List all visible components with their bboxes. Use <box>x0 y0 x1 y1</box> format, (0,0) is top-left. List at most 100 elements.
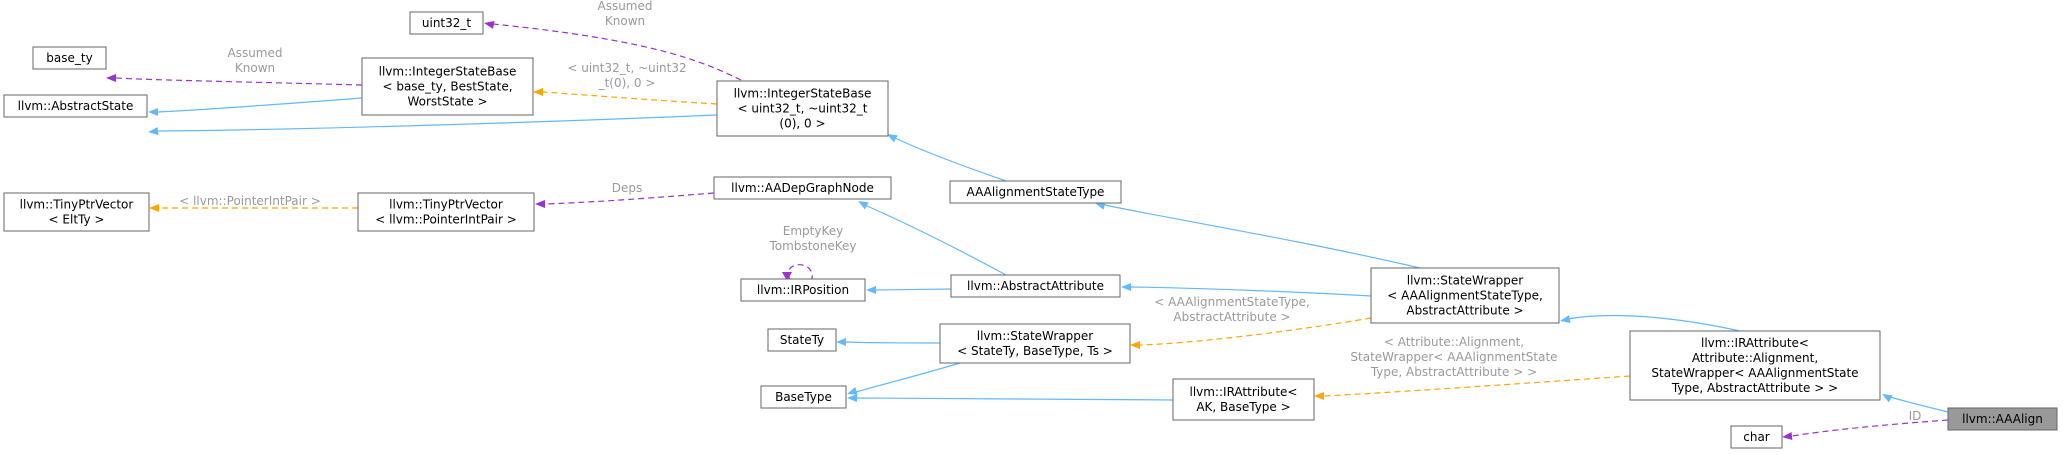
use-edge <box>484 21 742 81</box>
node-label-line: AbstractAttribute > <box>1406 304 1523 318</box>
edge-line <box>892 136 1007 182</box>
inherit-edge <box>1121 283 1372 297</box>
node-tiny-ptr-vector-generic[interactable]: llvm::TinyPtrVector< EltTy > <box>3 192 150 232</box>
node-box <box>3 94 148 118</box>
node-box <box>1947 407 2058 431</box>
arrowhead <box>782 272 792 281</box>
node-label-line: < AAAlignmentStateType, <box>1387 289 1543 303</box>
edge-line <box>855 397 1174 401</box>
inherit-edge <box>847 394 1174 402</box>
edge-label-line: < llvm::PointerIntPair > <box>179 194 321 208</box>
node-state-ty[interactable]: StateTy <box>767 328 837 352</box>
node-box <box>949 180 1122 204</box>
node-box <box>760 385 847 409</box>
node-char[interactable]: char <box>1730 425 1783 449</box>
node-aa-align[interactable]: llvm::AAAlign <box>1947 407 2058 431</box>
node-label-line: StateWrapper< AAAlignmentState <box>1651 366 1858 380</box>
node-box <box>1370 267 1560 324</box>
node-box <box>713 176 892 200</box>
node-label-line: llvm::IRAttribute< <box>1701 336 1809 350</box>
edge-label-line: Deps <box>612 181 643 195</box>
arrowhead <box>1314 392 1324 400</box>
inherit-edge <box>847 362 961 395</box>
edge-label-line: Assumed <box>227 46 282 60</box>
node-label-line: Attribute::Alignment, <box>1692 351 1818 365</box>
use-edge <box>106 74 363 86</box>
inherit-edge <box>866 286 952 294</box>
node-label-line: llvm::TinyPtrVector <box>20 198 134 212</box>
inherit-edge <box>1095 202 1421 269</box>
node-label-line: llvm::StateWrapper <box>1407 274 1524 288</box>
node-label-line: base_ty <box>46 51 92 65</box>
diagram-nodes: uint32_tbase_tyllvm::AbstractStatellvm::… <box>3 11 2058 449</box>
node-abstract-attribute[interactable]: llvm::AbstractAttribute <box>950 274 1121 298</box>
edge-label-integer-state-template: < uint32_t, ~uint32_t(0), 0 > <box>567 61 686 90</box>
edge-label-line: StateWrapper< AAAlignmentState <box>1350 350 1557 364</box>
node-box <box>357 192 535 232</box>
arrowhead <box>535 200 545 208</box>
arrowhead <box>484 21 495 29</box>
templ-edge <box>1314 375 1631 400</box>
node-label-line: < uint32_t, ~uint32_t <box>737 102 867 116</box>
edge-line <box>787 264 813 280</box>
node-tiny-ptr-vector-pointer-int-pair[interactable]: llvm::TinyPtrVector< llvm::PointerIntPai… <box>357 192 535 232</box>
edge-line <box>1889 396 1949 413</box>
edge-label-line: < AAAlignmentStateType, <box>1154 295 1310 309</box>
node-abstract-state[interactable]: llvm::AbstractState <box>3 94 148 118</box>
node-ir-position[interactable]: llvm::IRPosition <box>740 278 866 302</box>
node-label-line: < llvm::PointerIntPair > <box>375 213 517 227</box>
node-uint32-t[interactable]: uint32_t <box>409 11 484 35</box>
edge-label-line: EmptyKey <box>783 224 843 238</box>
templ-edge <box>149 204 359 212</box>
node-base-ty[interactable]: base_ty <box>32 46 107 70</box>
node-box <box>409 11 484 35</box>
edge-line <box>1566 314 1741 332</box>
node-label-line: llvm::AbstractAttribute <box>967 279 1104 293</box>
edge-label-line: TombstoneKey <box>769 239 857 253</box>
node-label-line: AAAlignmentStateType <box>967 185 1105 199</box>
use-edge <box>535 192 715 208</box>
edge-line <box>1323 375 1631 397</box>
edge-label-deps: Deps <box>612 181 643 195</box>
node-label-line: llvm::AbstractState <box>18 99 134 113</box>
arrowhead <box>1130 341 1140 349</box>
diagram-edges <box>106 21 1949 440</box>
arrowhead <box>1782 432 1793 440</box>
node-box <box>1730 425 1783 449</box>
node-integer-state-base-uint32[interactable]: llvm::IntegerStateBase< uint32_t, ~uint3… <box>716 80 889 137</box>
node-aa-alignment-state-type[interactable]: AAAlignmentStateType <box>949 180 1122 204</box>
edge-label-line: AbstractAttribute > <box>1173 310 1290 324</box>
edge-label-line: Type, AbstractAttribute > > <box>1370 365 1537 379</box>
node-box <box>740 278 866 302</box>
node-label-line: llvm::IRAttribute< <box>1190 385 1298 399</box>
node-state-wrapper-alignment[interactable]: llvm::StateWrapper< AAAlignmentStateType… <box>1370 267 1560 324</box>
node-state-wrapper-generic[interactable]: llvm::StateWrapper< StateTy, BaseType, T… <box>939 323 1131 364</box>
node-label-line: uint32_t <box>422 16 472 30</box>
edge-label-line: Known <box>605 14 645 28</box>
node-label-line: WorstState > <box>407 95 487 109</box>
arrowhead <box>148 127 159 136</box>
node-integer-state-base-generic[interactable]: llvm::IntegerStateBase< base_ty, BestSta… <box>361 57 534 116</box>
edge-line <box>492 23 742 81</box>
node-base-type[interactable]: BaseType <box>760 385 847 409</box>
edge-label-state-wrapper-template: < AAAlignmentStateType,AbstractAttribute… <box>1154 295 1310 324</box>
node-label-line: (0), 0 > <box>779 117 825 131</box>
node-label-line: llvm::TinyPtrVector <box>389 198 503 212</box>
edge-line <box>1791 419 1949 437</box>
node-ir-attribute-generic[interactable]: llvm::IRAttribute<AK, BaseType > <box>1172 378 1315 421</box>
node-box <box>767 328 837 352</box>
node-label-line: llvm::IRPosition <box>757 283 849 297</box>
node-ir-attribute-alignment[interactable]: llvm::IRAttribute<Attribute::Alignment,S… <box>1629 330 1881 401</box>
arrowhead <box>887 134 898 143</box>
edge-line <box>855 362 961 393</box>
arrowhead <box>1095 202 1106 210</box>
edge-line <box>542 91 718 105</box>
edge-label-line: Assumed <box>597 0 652 13</box>
edge-line <box>1130 286 1372 297</box>
edge-label-line: < Attribute::Alignment, <box>1384 335 1524 349</box>
node-aa-dep-graph-node[interactable]: llvm::AADepGraphNode <box>713 176 892 200</box>
